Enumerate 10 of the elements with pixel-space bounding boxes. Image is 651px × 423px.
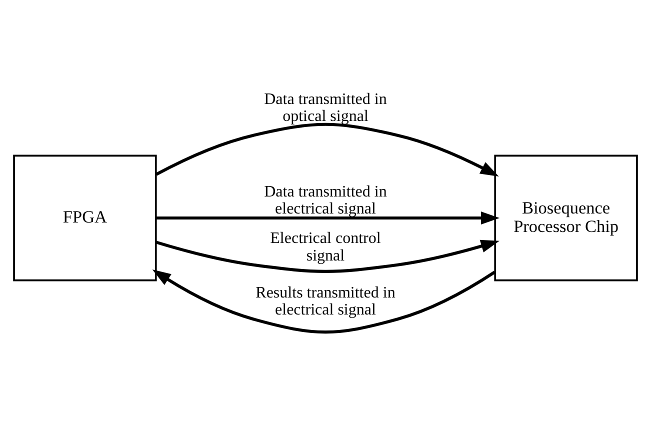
arrow <box>156 122 499 177</box>
arrow <box>156 212 500 224</box>
node-box: Biosequence Processor Chip <box>494 154 638 282</box>
arrow <box>156 240 500 273</box>
edge-label: Electrical control signal <box>270 230 381 264</box>
node-box: FPGA <box>13 154 157 282</box>
edge-label: Data transmitted in optical signal <box>264 90 387 126</box>
edge-label: Data transmitted in electrical signal <box>264 183 387 218</box>
edge-label: Results transmitted in electrical signal <box>256 284 396 319</box>
arrow <box>152 270 496 334</box>
